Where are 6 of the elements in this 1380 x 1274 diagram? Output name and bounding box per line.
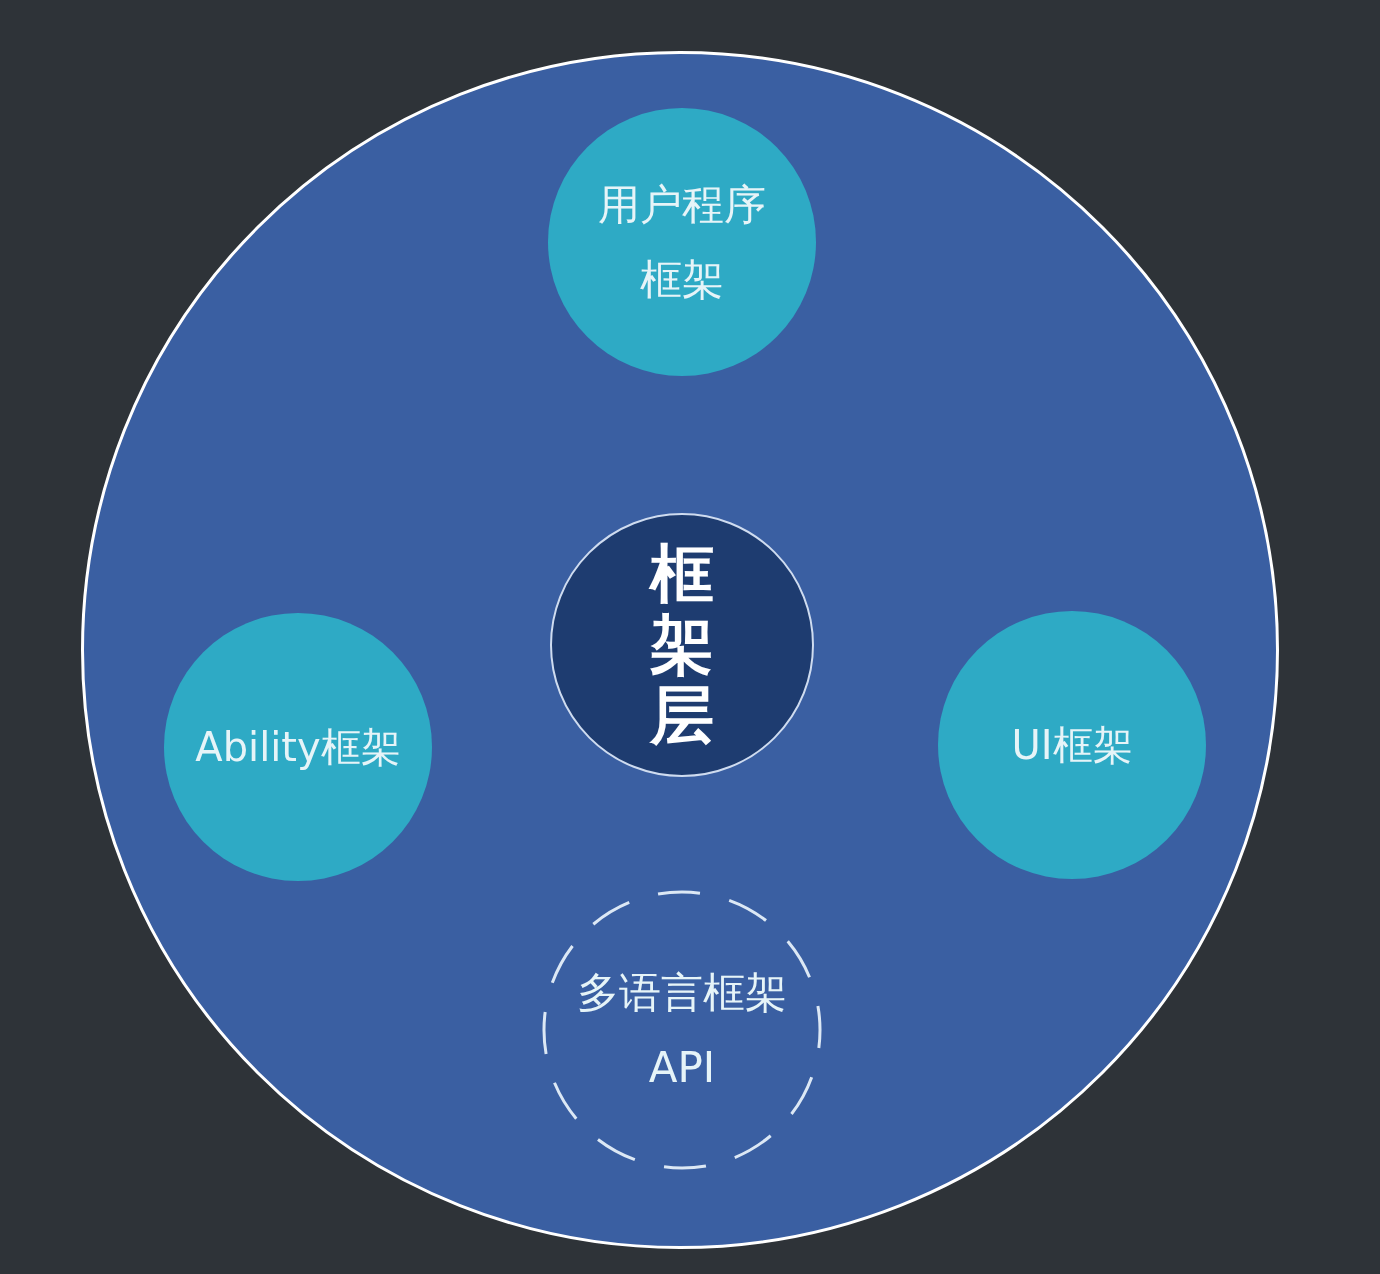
node-label: 多语言框架API xyxy=(576,967,788,1094)
node-label: Ability框架 xyxy=(195,723,401,772)
node-label: 用户程序框架 xyxy=(597,179,767,306)
dashed-circle xyxy=(542,890,822,1170)
node-label: UI框架 xyxy=(1011,721,1133,770)
node-label: 框架层 xyxy=(650,539,714,751)
